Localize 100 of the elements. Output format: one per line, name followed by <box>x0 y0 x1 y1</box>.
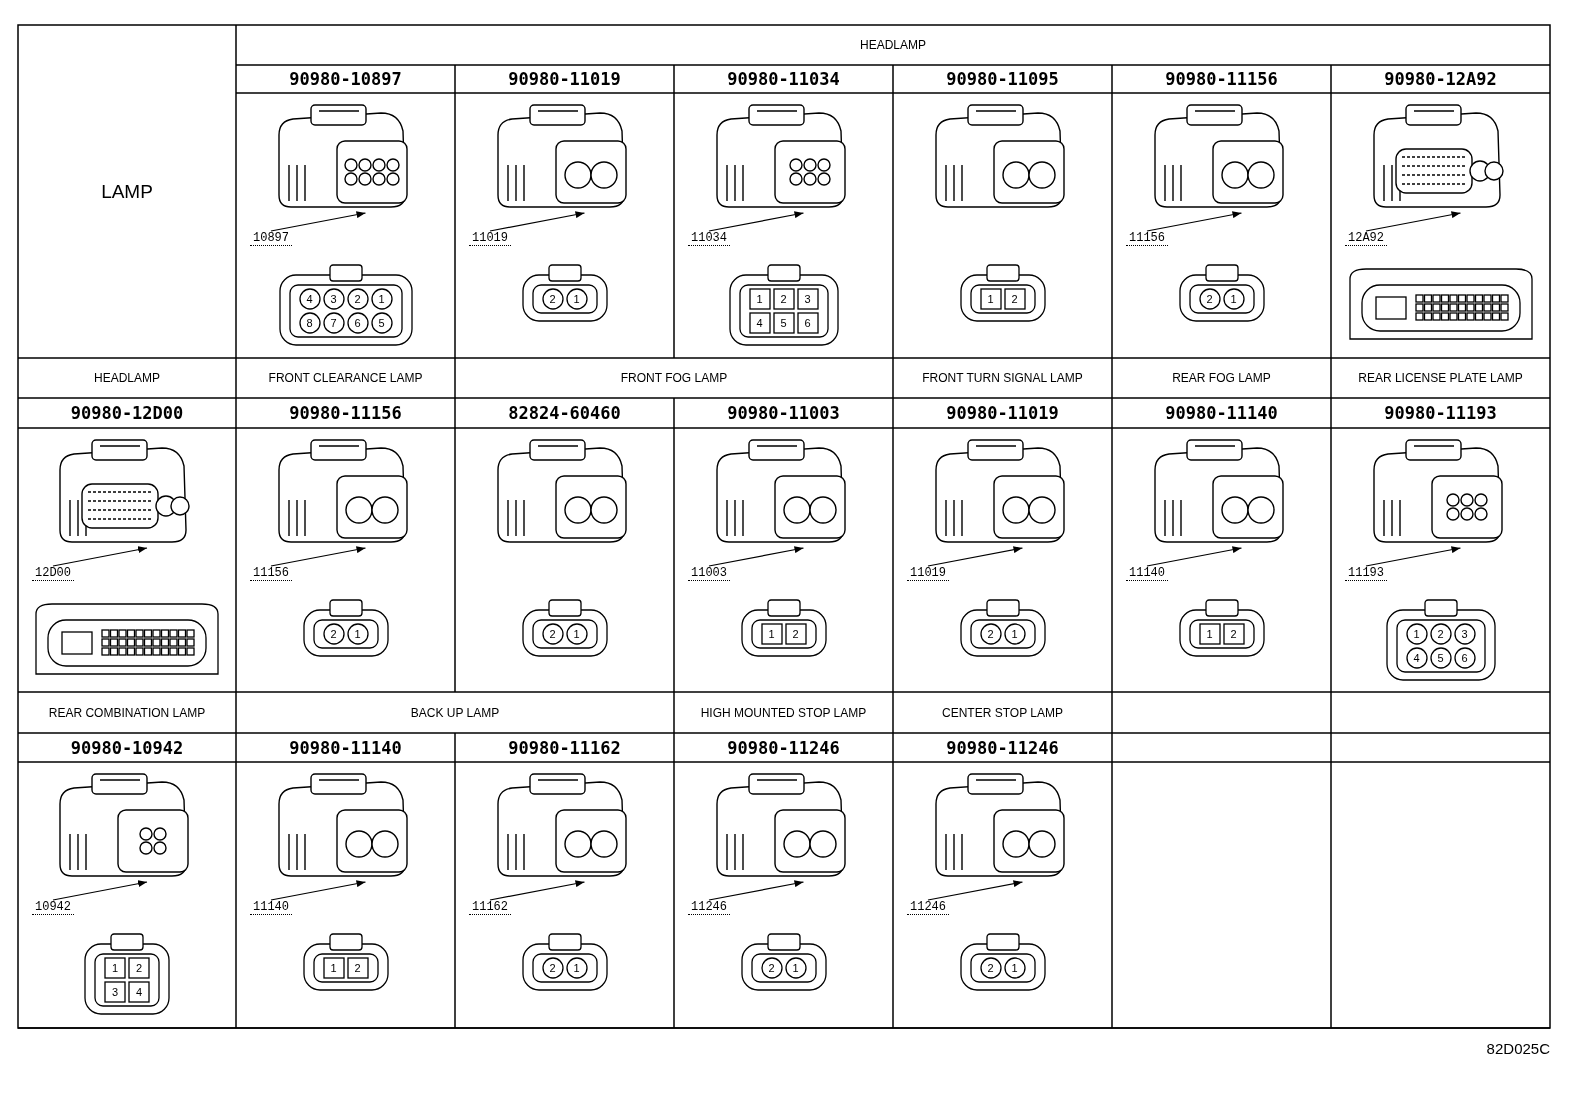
pin-number: 2 <box>1229 628 1238 640</box>
pin-number: 2 <box>791 628 800 640</box>
callout-number: 11162 <box>469 900 511 915</box>
part-number: 90980-11140 <box>288 737 403 758</box>
pin-number: 1 <box>572 628 581 640</box>
pin-number: 1 <box>1010 962 1019 974</box>
column-heading: REAR LICENSE PLATE LAMP <box>1357 371 1524 385</box>
pin-number: 3 <box>329 293 338 305</box>
pin-number: 1 <box>110 962 120 974</box>
part-number: 90980-11095 <box>945 69 1060 89</box>
pin-number: 4 <box>305 293 314 305</box>
callout-number: 10897 <box>250 231 292 246</box>
leader-line <box>1365 546 1462 567</box>
pin-number: 4 <box>134 986 144 998</box>
pin-number: 1 <box>1412 628 1421 640</box>
callout-number: 11140 <box>1126 566 1168 581</box>
leader-line <box>927 880 1024 901</box>
part-number: 82824-60460 <box>507 403 622 423</box>
column-heading: FRONT TURN SIGNAL LAMP <box>921 371 1084 385</box>
callout-number: 11003 <box>688 566 730 581</box>
pin-number: 3 <box>1460 628 1469 640</box>
leader-line <box>1365 211 1462 232</box>
leader-line <box>1146 546 1243 567</box>
pin-number: 2 <box>353 962 362 974</box>
callout-number: 10942 <box>32 900 74 915</box>
pin-number: 5 <box>1436 652 1445 664</box>
leader-line <box>489 211 586 232</box>
leader-line <box>270 880 367 901</box>
part-number: 90980-11140 <box>1164 403 1279 423</box>
column-heading: HIGH MOUNTED STOP LAMP <box>699 705 868 720</box>
pin-number: 2 <box>986 628 995 640</box>
pin-number: 2 <box>329 628 338 640</box>
leader-line <box>270 211 367 232</box>
pin-number: 1 <box>1010 628 1019 640</box>
leader-line <box>489 880 586 901</box>
pin-number: 5 <box>377 317 386 329</box>
part-number: 90980-11162 <box>507 737 622 758</box>
part-number: 90980-11034 <box>726 69 841 89</box>
part-number: 90980-11003 <box>726 403 841 423</box>
pin-number: 3 <box>110 986 120 998</box>
callout-number: 11246 <box>907 900 949 915</box>
column-heading: BACK UP LAMP <box>409 705 501 720</box>
column-heading: FRONT FOG LAMP <box>619 371 729 385</box>
part-number: 90980-11156 <box>1164 69 1279 89</box>
column-heading: REAR COMBINATION LAMP <box>47 705 207 720</box>
leader-line <box>927 546 1024 567</box>
pin-number: 1 <box>572 962 581 974</box>
part-number: 90980-12A92 <box>1383 69 1498 89</box>
pin-number: 2 <box>548 628 557 640</box>
column-heading: CENTER STOP LAMP <box>941 705 1064 720</box>
pin-number: 6 <box>353 317 362 329</box>
leader-line <box>52 546 148 567</box>
pin-number: 1 <box>767 628 776 640</box>
callout-number: 11019 <box>907 566 949 581</box>
leader-line <box>270 546 367 567</box>
part-number: 90980-11193 <box>1383 403 1498 423</box>
part-number: 90980-11019 <box>945 403 1060 423</box>
row-heading: LAMP <box>100 180 154 203</box>
column-heading: FRONT CLEARANCE LAMP <box>267 371 424 385</box>
leader-line <box>1146 211 1243 232</box>
pin-number: 1 <box>572 293 581 305</box>
leader-line <box>52 880 148 901</box>
pin-number: 1 <box>1229 293 1238 305</box>
pin-number: 4 <box>755 317 764 329</box>
part-number: 90980-11246 <box>945 737 1060 758</box>
pin-number: 6 <box>1460 652 1469 664</box>
pin-number: 2 <box>353 293 362 305</box>
pin-number: 4 <box>1412 652 1421 664</box>
column-heading: REAR FOG LAMP <box>1171 371 1272 385</box>
leader-line <box>708 880 805 901</box>
column-heading: HEADLAMP <box>93 371 161 385</box>
part-number: 90980-12D00 <box>69 403 185 423</box>
callout-number: 11140 <box>250 900 292 915</box>
pin-number: 1 <box>1205 628 1214 640</box>
pin-number: 2 <box>1205 293 1214 305</box>
pin-number: 2 <box>986 962 995 974</box>
pin-number: 2 <box>779 293 788 305</box>
pin-number: 2 <box>134 962 144 974</box>
callout-number: 12D00 <box>32 566 74 581</box>
callout-number: 12A92 <box>1345 231 1387 246</box>
callout-number: 11019 <box>469 231 511 246</box>
part-number: 90980-10942 <box>69 737 185 758</box>
pin-number: 2 <box>1010 293 1019 305</box>
pin-number: 1 <box>329 962 338 974</box>
pin-number: 8 <box>305 317 314 329</box>
callout-number: 11193 <box>1345 566 1387 581</box>
pin-number: 1 <box>755 293 764 305</box>
pin-number: 6 <box>803 317 812 329</box>
pin-number: 7 <box>329 317 338 329</box>
callout-number: 11034 <box>688 231 730 246</box>
callout-number: 11156 <box>250 566 292 581</box>
pin-number: 5 <box>779 317 788 329</box>
pin-number: 2 <box>548 962 557 974</box>
leader-line <box>708 211 805 232</box>
figure-code: 82D025C <box>1485 1040 1550 1058</box>
pin-number: 1 <box>791 962 800 974</box>
pin-number: 2 <box>548 293 557 305</box>
pin-number: 1 <box>377 293 386 305</box>
column-heading: HEADLAMP <box>859 38 927 52</box>
callout-number: 11156 <box>1126 231 1168 246</box>
